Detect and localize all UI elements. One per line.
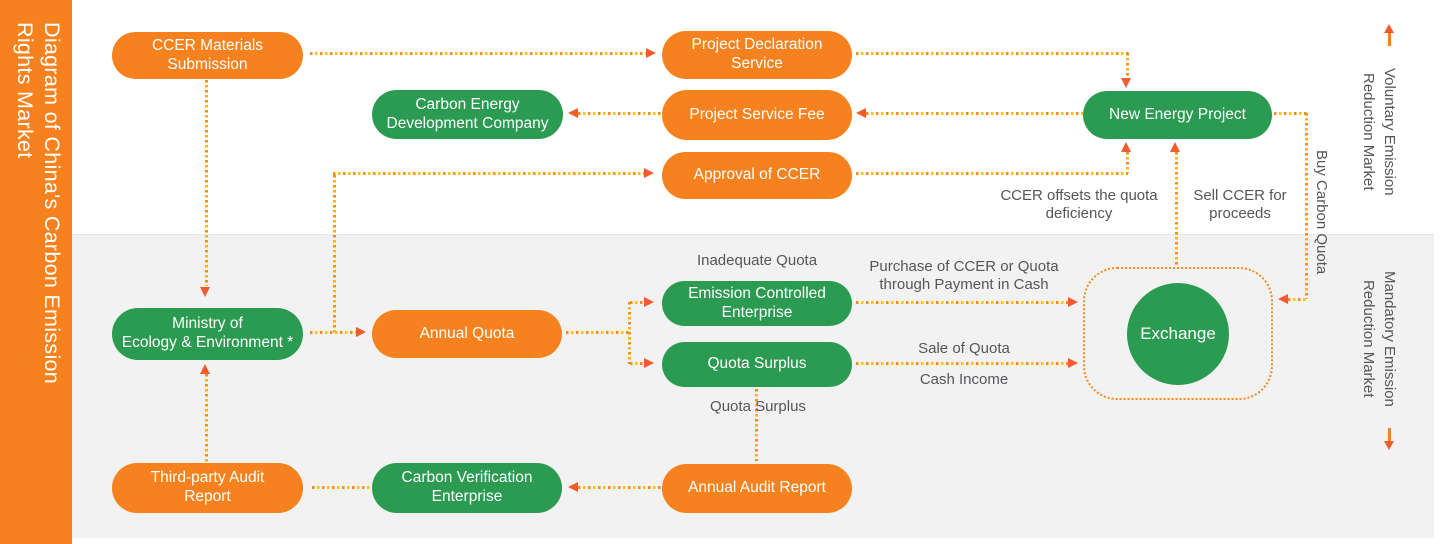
node-project-declaration-service: Project Declaration Service	[662, 31, 852, 79]
edge-approval-to-newenergy-h	[856, 172, 1128, 175]
label-sell-ccer: Sell CCER for proceeds	[1193, 187, 1287, 222]
diagram-title: Diagram of China's Carbon Emission Right…	[13, 22, 64, 385]
edge-declaration-to-newenergy-v	[1126, 53, 1129, 79]
label-quota-surplus: Quota Surplus	[710, 398, 806, 415]
edge-split-to-surplus	[630, 362, 646, 365]
label-inadequate-quota: Inadequate Quota	[696, 252, 818, 269]
node-ccer-materials-submission: CCER Materials Submission	[112, 32, 303, 79]
arrowhead-right-icon	[644, 358, 654, 368]
edge-ministry-to-approval-h	[333, 172, 646, 175]
node-ministry-of-ecology-environment: Ministry of Ecology & Environment *	[112, 308, 303, 360]
node-emission-controlled-enterprise: Emission Controlled Enterprise	[662, 281, 852, 326]
edge-emission-to-exchange	[856, 301, 1070, 304]
label-voluntary-market: Voluntary Emission Reduction Market	[1360, 68, 1398, 196]
edge-newenergy-to-exchange-v	[1305, 113, 1308, 299]
label-mandatory-market: Mandatory Emission Reduction Market	[1360, 271, 1398, 407]
edge-approval-to-newenergy-v	[1126, 152, 1129, 173]
arrowhead-up-icon	[200, 364, 210, 374]
edge-thirdparty-to-ministry	[205, 374, 208, 463]
node-quota-surplus: Quota Surplus	[662, 342, 852, 387]
label-sale-of-quota: Sale of Quota	[918, 340, 1010, 357]
node-third-party-audit-report: Third-party Audit Report	[112, 463, 303, 513]
label-cash-income: Cash Income	[919, 371, 1009, 388]
edge-exchange-to-newenergy	[1175, 152, 1178, 267]
node-project-service-fee: Project Service Fee	[662, 90, 852, 140]
node-annual-audit-report: Annual Audit Report	[662, 464, 852, 513]
up-arrow-icon	[1384, 24, 1394, 46]
arrowhead-left-icon	[568, 108, 578, 118]
edge-materials-to-declaration	[310, 52, 648, 55]
node-annual-quota: Annual Quota	[372, 310, 562, 358]
node-new-energy-project: New Energy Project	[1083, 91, 1272, 139]
arrowhead-right-icon	[1068, 358, 1078, 368]
node-carbon-verification-enterprise: Carbon Verification Enterprise	[372, 463, 562, 513]
label-purchase-of-ccer: Purchase of CCER or Quota through Paymen…	[869, 258, 1059, 293]
arrowhead-down-icon	[200, 287, 210, 297]
arrowhead-down-icon	[1121, 78, 1131, 88]
node-approval-of-ccer: Approval of CCER	[662, 152, 852, 199]
arrowhead-right-icon	[644, 297, 654, 307]
edge-newenergy-to-servicefee	[866, 112, 1083, 115]
node-carbon-energy-development-company: Carbon Energy Development Company	[372, 90, 563, 139]
edge-surplus-to-exchange	[856, 362, 1070, 365]
arrowhead-right-icon	[1068, 297, 1078, 307]
edge-materials-to-ministry	[205, 80, 208, 286]
title-bar	[0, 0, 72, 544]
edge-verification-to-thirdparty	[312, 486, 372, 489]
arrowhead-right-icon	[356, 327, 366, 337]
edge-ministry-to-approval-v	[333, 175, 336, 333]
arrowhead-left-icon	[1278, 294, 1288, 304]
edge-surplus-to-audit	[755, 389, 758, 461]
edge-annualquota-split-h	[566, 331, 630, 334]
arrowhead-left-icon	[568, 482, 578, 492]
label-buy-carbon-quota: Buy Carbon Quota	[1313, 149, 1330, 275]
edge-declaration-to-newenergy-h	[856, 52, 1129, 55]
exchange-boundary	[1083, 267, 1273, 400]
arrowhead-up-icon	[1170, 142, 1180, 152]
edge-annualquota-split-v	[628, 302, 631, 364]
label-ccer-offsets: CCER offsets the quota deficiency	[1000, 187, 1158, 222]
arrowhead-right-icon	[646, 48, 656, 58]
node-exchange: Exchange	[1127, 283, 1229, 385]
edge-split-to-emission	[630, 301, 646, 304]
arrowhead-right-icon	[644, 168, 654, 178]
arrowhead-up-icon	[1121, 142, 1131, 152]
arrowhead-left-icon	[856, 108, 866, 118]
edge-ministry-to-annualquota	[310, 331, 362, 334]
down-arrow-icon	[1384, 428, 1394, 450]
edge-newenergy-to-exchange-h1	[1274, 112, 1308, 115]
edge-servicefee-to-carbonenergy	[578, 112, 662, 115]
edge-audit-to-verification	[578, 486, 662, 489]
edge-newenergy-to-exchange-h2	[1288, 298, 1308, 301]
